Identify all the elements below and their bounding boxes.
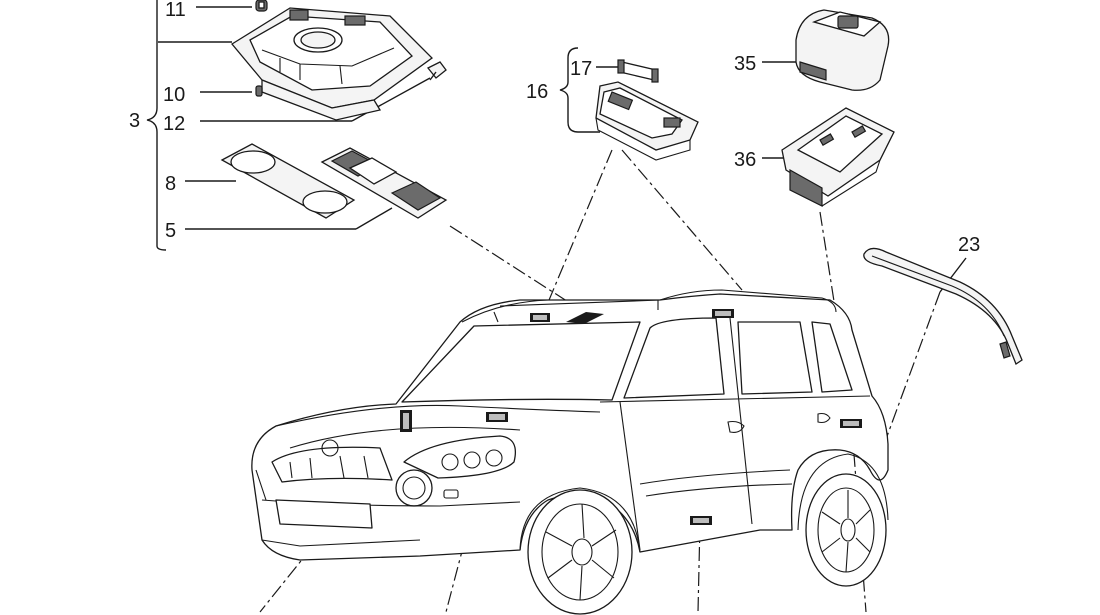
marker-sill xyxy=(690,516,712,525)
part-12-screw xyxy=(426,61,447,81)
marker-dash xyxy=(486,412,508,422)
group-3-callouts: 3 11 10 12 8 5 xyxy=(129,0,431,251)
grille xyxy=(271,446,393,483)
part-17-bulb xyxy=(617,59,659,83)
label-35: 35 xyxy=(734,53,756,75)
rear-quarter-window xyxy=(811,321,853,393)
part-11-clip xyxy=(255,0,268,12)
label-3: 3 xyxy=(129,110,140,132)
label-36: 36 xyxy=(734,149,756,171)
bracket-3 xyxy=(146,0,167,251)
interior-light-housing xyxy=(231,7,433,121)
vehicle-illustration xyxy=(251,289,889,615)
part-16-reading-light xyxy=(595,81,699,161)
license-plate xyxy=(275,499,373,529)
bracket-16 xyxy=(559,47,600,133)
label-10: 10 xyxy=(163,84,185,106)
marker-roof-rear xyxy=(712,309,734,318)
part-10-screw xyxy=(255,85,263,97)
rear-side-window xyxy=(737,321,813,395)
windshield xyxy=(401,321,641,403)
label-16: 16 xyxy=(526,81,548,103)
label-12: 12 xyxy=(163,113,185,135)
leader-5b xyxy=(355,207,393,230)
front-wheel xyxy=(527,489,633,615)
part-36-socket: 36 xyxy=(734,107,895,207)
headlight xyxy=(403,435,517,479)
label-11: 11 xyxy=(165,0,186,21)
part-35-cap: 35 xyxy=(734,9,890,91)
label-23: 23 xyxy=(958,234,980,256)
marker-sunroof xyxy=(566,312,604,324)
marker-a-pillar xyxy=(400,410,412,432)
rear-wheel xyxy=(805,473,887,587)
part-5-cover-plate xyxy=(320,147,448,219)
label-5: 5 xyxy=(165,220,176,242)
group-16-callouts: 16 17 xyxy=(526,47,622,133)
location-markers xyxy=(400,309,862,525)
marker-roof-front xyxy=(530,313,550,322)
label-8: 8 xyxy=(165,173,176,195)
part-8-lens-plate xyxy=(220,143,356,219)
marker-rear-door xyxy=(840,419,862,428)
fog-light xyxy=(395,469,433,507)
part-23-light-strip: 23 xyxy=(863,234,1023,365)
label-17: 17 xyxy=(570,58,592,80)
